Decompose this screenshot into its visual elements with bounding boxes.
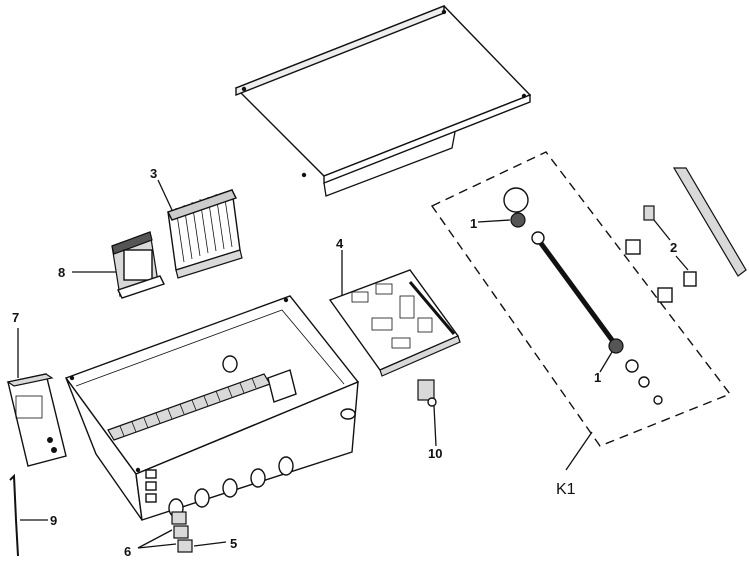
- callout-k1: K1: [556, 481, 576, 498]
- cover-panel: [234, 4, 532, 197]
- connecting-cable: [9, 473, 48, 557]
- relay: [417, 379, 437, 447]
- callout-5: 5: [230, 536, 237, 551]
- power-supply: [6, 328, 67, 467]
- callout-2: 2: [670, 240, 677, 255]
- side-mounting-plate: [672, 167, 747, 277]
- limit-switches: [625, 205, 697, 303]
- drive-shaft-assembly: [477, 187, 663, 405]
- circuit-board: [328, 250, 461, 377]
- transformer: [72, 231, 165, 299]
- cable-glands: [137, 511, 227, 553]
- callout-8: 8: [58, 265, 65, 280]
- callout-6: 6: [124, 544, 131, 559]
- callout-3: 3: [150, 166, 157, 181]
- callout-1-upper: 1: [470, 216, 477, 231]
- kit-k1-boundary: [430, 151, 732, 471]
- terminal-block-module: [157, 179, 243, 279]
- callout-4: 4: [336, 236, 344, 251]
- callout-7: 7: [12, 310, 19, 325]
- main-enclosure: [64, 295, 360, 521]
- callout-10: 10: [428, 446, 442, 461]
- callout-1-lower: 1: [594, 370, 601, 385]
- callout-9: 9: [50, 513, 57, 528]
